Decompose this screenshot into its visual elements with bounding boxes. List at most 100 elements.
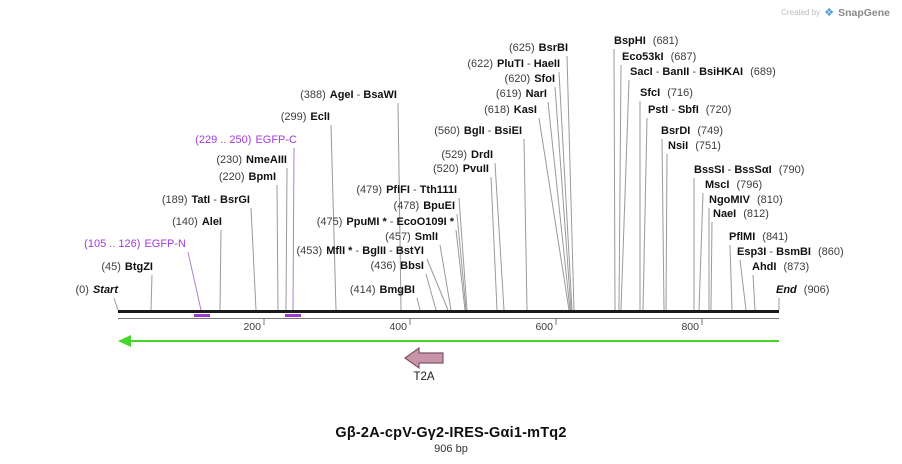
feature-bar bbox=[194, 314, 210, 317]
label-pflfi-tth111i: (479)PflFI - Tth111I bbox=[356, 183, 457, 197]
leader-line bbox=[276, 184, 279, 311]
leader-line bbox=[547, 101, 571, 311]
label-sfoi: (620)SfoI bbox=[505, 72, 555, 86]
name-separator: - bbox=[352, 245, 363, 257]
leader-line bbox=[739, 259, 747, 311]
label-bpmi: (220)BpmI bbox=[219, 170, 276, 184]
leader-line bbox=[698, 192, 704, 311]
site-position: (796) bbox=[736, 179, 763, 191]
site-position: (812) bbox=[743, 208, 769, 220]
site-name: NgoMIV bbox=[709, 194, 750, 206]
ruler-number: 800 bbox=[681, 321, 699, 333]
site-name: KasI bbox=[513, 104, 537, 116]
snapgene-name: SnapGene bbox=[838, 6, 890, 19]
site-name: BsrBI bbox=[538, 42, 568, 54]
name-separator: - bbox=[652, 66, 663, 78]
t2a-label: T2A bbox=[413, 371, 435, 383]
construct-length: 906 bp bbox=[434, 443, 468, 455]
site-name: EGFP-N bbox=[144, 238, 186, 250]
label-bsrdi: BsrDI(749) bbox=[661, 124, 723, 138]
site-position: (860) bbox=[817, 246, 844, 258]
label-agei-bsawi: (388)AgeI - BsaWI bbox=[300, 88, 397, 102]
site-position: (841) bbox=[762, 231, 788, 243]
label-eco53ki: Eco53kI(687) bbox=[622, 50, 696, 64]
label-kasi: (618)KasI bbox=[484, 103, 537, 117]
label-end: End(906) bbox=[776, 283, 829, 297]
leader-line bbox=[330, 124, 337, 311]
label-nari: (619)NarI bbox=[496, 87, 547, 101]
name-separator: - bbox=[484, 125, 495, 137]
site-name: AgeI bbox=[329, 89, 354, 101]
name-separator: - bbox=[766, 246, 777, 258]
site-name: NarI bbox=[525, 88, 547, 100]
name-separator: - bbox=[386, 216, 397, 228]
site-name: NaeI bbox=[713, 208, 737, 220]
name-separator: - bbox=[724, 164, 735, 176]
sequence-baseline bbox=[118, 318, 779, 319]
site-position: (618) bbox=[484, 104, 510, 116]
label-drdi: (529)DrdI bbox=[441, 148, 493, 162]
site-position: (689) bbox=[750, 66, 776, 78]
site-position: (475) bbox=[316, 216, 343, 228]
site-name: PflMI bbox=[729, 231, 756, 243]
reverse-strand-arrowhead bbox=[118, 335, 131, 347]
site-position: (520) bbox=[433, 163, 459, 175]
label-bpuei: (478)BpuEI bbox=[394, 199, 455, 213]
site-position: (619) bbox=[495, 88, 522, 100]
site-position: (479) bbox=[356, 184, 383, 196]
site-name: NmeAIII bbox=[246, 154, 287, 166]
label-ahdi: AhdI(873) bbox=[752, 260, 809, 274]
site-name: SfcI bbox=[640, 87, 661, 99]
site-name: End bbox=[776, 284, 797, 296]
site-name: BsrGI bbox=[220, 194, 250, 206]
site-name: EcoO109I * bbox=[396, 216, 454, 228]
leader-line bbox=[426, 258, 449, 311]
label-pflmi: PflMI (841) bbox=[729, 230, 788, 244]
site-name: BmgBI bbox=[379, 284, 415, 296]
site-position: (681) bbox=[652, 35, 679, 47]
leader-line bbox=[494, 162, 505, 311]
name-separator: - bbox=[353, 89, 364, 101]
label-saci-banii-bsihkai: SacI - BanII - BsiHKAI(689) bbox=[630, 65, 776, 79]
label-start: (0)Start bbox=[75, 283, 118, 297]
site-name: TatI bbox=[191, 194, 211, 206]
site-name: HaeII bbox=[533, 58, 560, 70]
name-separator: - bbox=[409, 184, 420, 196]
leader-line bbox=[554, 86, 572, 311]
site-position: (751) bbox=[695, 140, 721, 152]
leader-line bbox=[490, 176, 498, 311]
site-name: PpuMI * bbox=[346, 216, 387, 228]
label-bmgbi: (414)BmgBI bbox=[350, 283, 415, 297]
leader-line bbox=[113, 297, 119, 311]
label-ppumi-ecoo109i: (475)PpuMI * - EcoO109I * bbox=[317, 215, 454, 229]
site-name: SfoI bbox=[534, 73, 555, 85]
site-name: PluTI bbox=[497, 58, 524, 70]
name-separator: - bbox=[689, 66, 700, 78]
site-name: BglI bbox=[463, 125, 485, 137]
label-pvuii: (520)PvuII bbox=[433, 162, 489, 176]
site-name: BsiHKAI bbox=[699, 66, 744, 78]
name-separator: - bbox=[523, 58, 534, 70]
label-bsrbi: (625)BsrBI bbox=[509, 41, 568, 55]
site-position: (45) bbox=[101, 261, 121, 273]
site-name: BsiEI bbox=[494, 125, 522, 137]
site-name: BbsI bbox=[400, 260, 424, 272]
label-bsssi-bsssai: BssSI - BssSαI(790) bbox=[694, 163, 804, 177]
ruler-number: 400 bbox=[389, 321, 407, 333]
site-name: MflI * bbox=[326, 245, 353, 257]
label-ngomiv: NgoMIV(810) bbox=[709, 193, 783, 207]
site-name: BspHI bbox=[614, 35, 646, 47]
leader-line bbox=[150, 274, 153, 311]
label-alei: (140)AleI bbox=[172, 215, 222, 229]
site-position: (560) bbox=[434, 125, 460, 137]
site-name: BsaWI bbox=[363, 89, 397, 101]
site-name: BsmBI bbox=[776, 246, 811, 258]
label-nmeaiii: (230)NmeAIII bbox=[216, 153, 287, 167]
site-position: (189) bbox=[161, 194, 188, 206]
site-name: BpuEI bbox=[423, 200, 455, 212]
site-position: (0) bbox=[75, 284, 89, 296]
site-name: SacI bbox=[630, 66, 653, 78]
site-position: (105 .. 126) bbox=[84, 238, 141, 250]
site-name: BpmI bbox=[248, 171, 277, 183]
site-name: BtgZI bbox=[124, 261, 153, 273]
